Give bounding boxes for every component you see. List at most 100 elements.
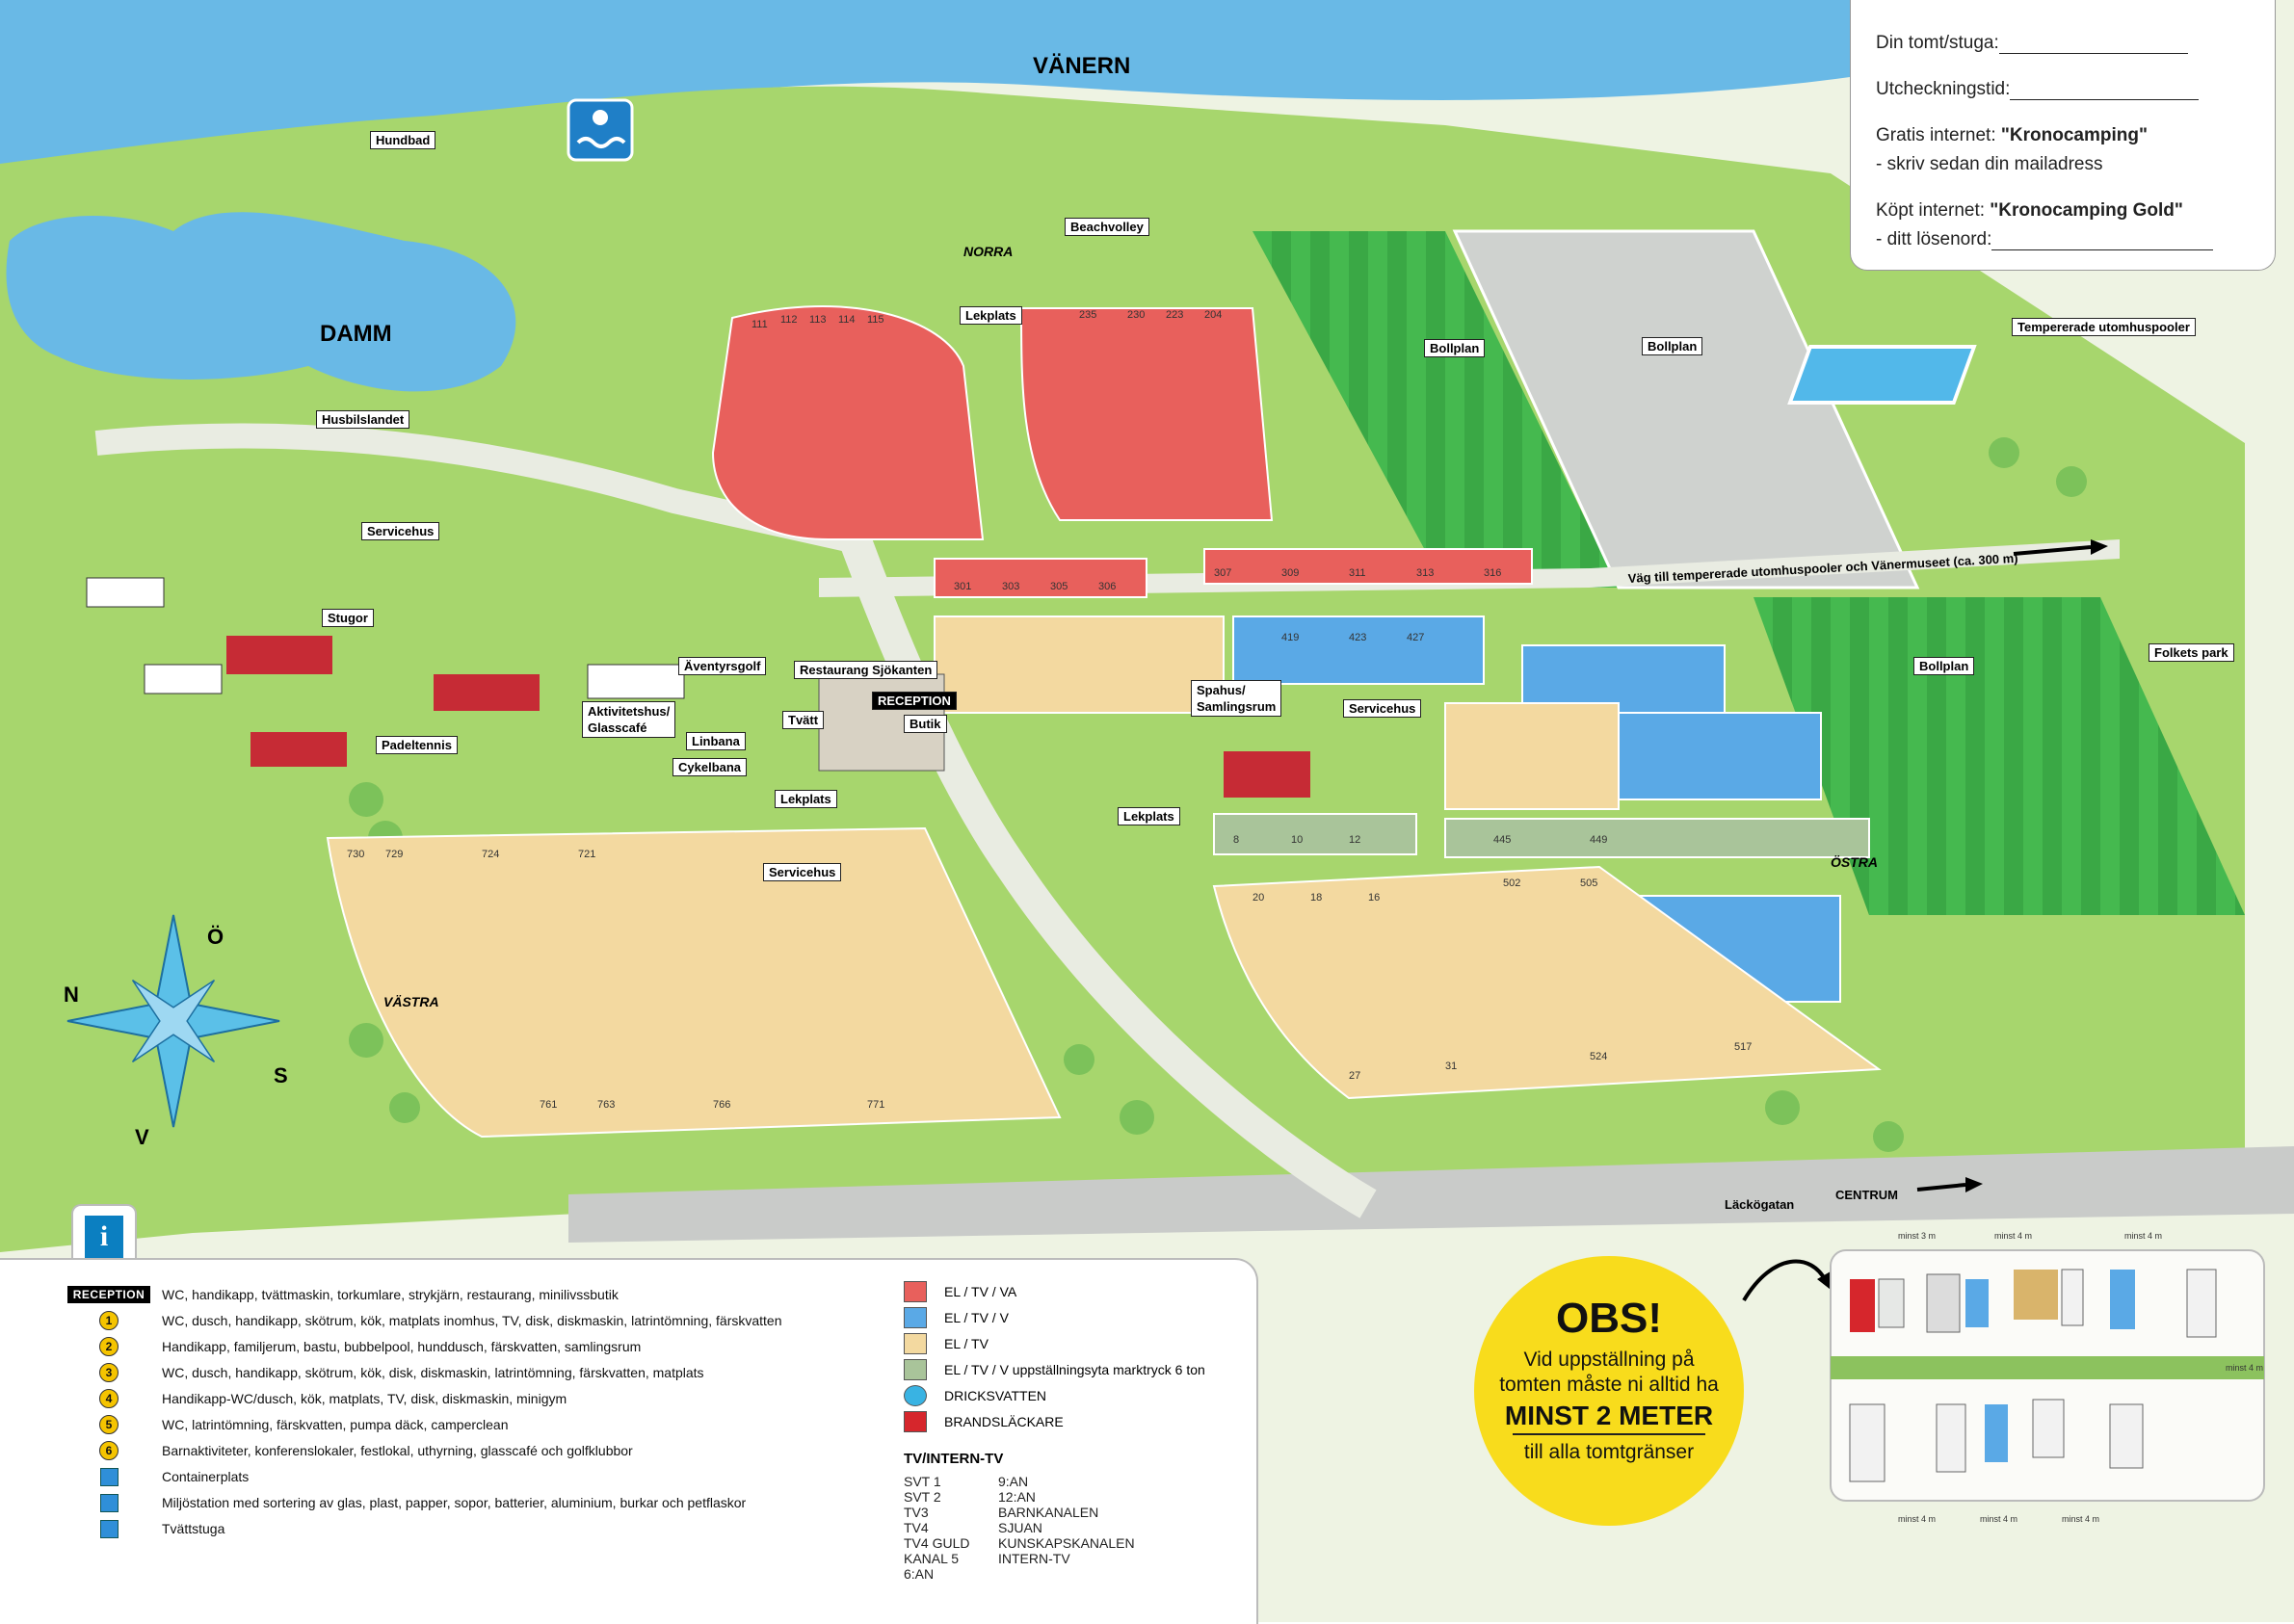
legend-row-laundry: Tvättstuga <box>56 1518 224 1539</box>
tv-channel: 6:AN <box>904 1566 935 1582</box>
lake-name: VÄNERN <box>1033 53 1130 79</box>
aktivitetshus-line1: Aktivitetshus/ <box>588 704 671 719</box>
color-row-green: EL / TV / V uppställningsyta marktryck 6… <box>904 1359 1205 1380</box>
svg-text:115: 115 <box>867 314 884 326</box>
svg-text:112: 112 <box>780 314 798 326</box>
dim-label: minst 3 m <box>1898 1231 1936 1241</box>
legend-row-recycling: Miljöstation med sortering av glas, plas… <box>56 1492 746 1513</box>
color-row-extinguisher: BRANDSLÄCKARE <box>904 1411 1064 1432</box>
badge-1: 1 <box>99 1311 119 1330</box>
label-lekplats-east: Lekplats <box>1118 807 1180 825</box>
svg-text:230: 230 <box>1127 309 1145 321</box>
label-servicehus-4: Servicehus <box>361 522 440 540</box>
tv-channel: TV4 <box>904 1520 929 1535</box>
label-linbana: Linbana <box>686 732 746 750</box>
legend-text: Handikapp, familjerum, bastu, bubbelpool… <box>162 1339 642 1354</box>
color-row-red: EL / TV / VA <box>904 1281 1016 1302</box>
label-stugor: Stugor <box>322 609 374 627</box>
obs-line3: MINST 2 METER <box>1504 1401 1714 1430</box>
svg-text:524: 524 <box>1590 1051 1607 1062</box>
label-bollplan-3: Bollplan <box>1913 657 1975 675</box>
legend-text: Miljöstation med sortering av glas, plas… <box>162 1495 747 1510</box>
label-lekplats-center: Lekplats <box>775 790 837 808</box>
label-bollplan-1: Bollplan <box>1424 339 1486 357</box>
svg-text:309: 309 <box>1281 567 1299 579</box>
legend-row-1: 1 WC, dusch, handikapp, skötrum, kök, ma… <box>56 1310 782 1331</box>
legend-row-reception: RECEPTION WC, handikapp, tvättmaskin, to… <box>56 1284 619 1305</box>
centrum-label: CENTRUM <box>1835 1188 1898 1202</box>
label-padeltennis: Padeltennis <box>376 736 458 754</box>
svg-text:223: 223 <box>1166 309 1183 321</box>
plot-row: Din tomt/stuga: <box>1876 33 2188 54</box>
legend-text: WC, dusch, handikapp, skötrum, kök, disk… <box>162 1365 704 1380</box>
tv-channel: BARNKANALEN <box>998 1505 1099 1520</box>
compass-s: S <box>274 1063 288 1087</box>
label-lekplats-north: Lekplats <box>960 306 1022 325</box>
pitches-norra-red <box>711 305 1533 598</box>
lake-water <box>0 0 1850 169</box>
recycling-icon <box>99 1493 119 1512</box>
swatch-green <box>904 1359 927 1380</box>
tv-channel: TV4 GULD <box>904 1535 970 1551</box>
color-row-tan: EL / TV <box>904 1333 989 1354</box>
paid-internet-prefix: Köpt internet: <box>1876 200 1991 221</box>
dim-label: minst 4 m <box>2226 1363 2263 1373</box>
legend-text: Barnaktiviteter, konferenslokaler, festl… <box>162 1443 633 1458</box>
label-husbilslandet: Husbilslandet <box>316 410 410 429</box>
compass-n: N <box>64 982 79 1007</box>
swatch-red <box>904 1281 927 1302</box>
info-icon: i <box>85 1216 123 1258</box>
color-row-blue: EL / TV / V <box>904 1307 1009 1328</box>
badge-6: 6 <box>99 1441 119 1460</box>
dim-label: minst 4 m <box>1994 1231 2032 1241</box>
tv-channel: 12:AN <box>998 1489 1036 1505</box>
checkout-input-line[interactable] <box>2010 82 2200 100</box>
svg-text:303: 303 <box>1002 581 1019 592</box>
tv-channel: SVT 1 <box>904 1474 941 1489</box>
label-beachvolley: Beachvolley <box>1065 218 1149 236</box>
label-bollplan-2: Bollplan <box>1642 337 1703 355</box>
color-text: EL / TV / VA <box>944 1284 1017 1299</box>
pitches-green <box>1213 813 1870 858</box>
area-vastra: VÄSTRA <box>383 994 439 1009</box>
compass-o: Ö <box>207 925 224 949</box>
field-bollplan-2 <box>1452 229 1920 589</box>
svg-text:12: 12 <box>1349 834 1360 846</box>
svg-text:204: 204 <box>1204 309 1222 321</box>
label-reception: RECEPTION <box>872 692 957 710</box>
color-text: EL / TV / V <box>944 1310 1009 1325</box>
cabins <box>86 577 1310 798</box>
compass-v: V <box>135 1125 149 1149</box>
path-main <box>832 514 1377 1218</box>
label-hundbad: Hundbad <box>370 131 436 149</box>
spahus-line2: Samlingsrum <box>1197 699 1277 714</box>
legend-row-6: 6 Barnaktiviteter, konferenslokaler, fes… <box>56 1440 633 1461</box>
dim-label: minst 4 m <box>1980 1514 2017 1524</box>
password-input-line[interactable] <box>1991 232 2214 250</box>
legend-text: WC, dusch, handikapp, skötrum, kök, matp… <box>162 1313 782 1328</box>
legend-text: WC, handikapp, tvättmaskin, torkumlare, … <box>162 1287 619 1302</box>
svg-text:517: 517 <box>1734 1041 1752 1053</box>
container-icon <box>99 1467 119 1486</box>
obs-line2: tomten måste ni alltid ha <box>1499 1374 1719 1396</box>
free-internet-row: Gratis internet: "Kronocamping" <box>1876 125 2148 146</box>
pond-name: DAMM <box>320 321 392 347</box>
legend-text: Tvättstuga <box>162 1521 225 1536</box>
obs-line1: Vid uppställning på <box>1523 1349 1695 1371</box>
svg-text:316: 316 <box>1484 567 1501 579</box>
svg-text:20: 20 <box>1252 892 1264 904</box>
plot-input-line[interactable] <box>1998 36 2188 54</box>
label-aventyrsgolf: Äventyrsgolf <box>678 657 767 675</box>
legend: RECEPTION WC, handikapp, tvättmaskin, to… <box>0 1258 1258 1624</box>
badge-3: 3 <box>99 1363 119 1382</box>
vehicles <box>1849 1269 2217 1482</box>
label-folkets-park: Folkets park <box>2149 643 2234 662</box>
svg-text:10: 10 <box>1291 834 1303 846</box>
spahus-line1: Spahus/ <box>1197 683 1246 697</box>
tv-channel: SVT 2 <box>904 1489 941 1505</box>
svg-text:306: 306 <box>1098 581 1116 592</box>
pitches-tan <box>326 616 1882 1139</box>
svg-text:31: 31 <box>1445 1061 1457 1072</box>
pools-arrow-icon <box>2013 545 2092 556</box>
